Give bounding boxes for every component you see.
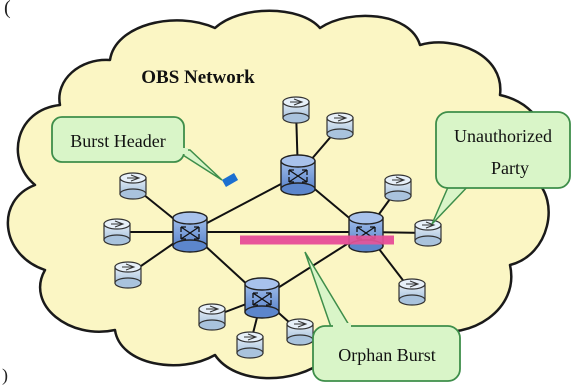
burst-header-marker [221, 173, 239, 187]
edge-router-icon [414, 219, 442, 247]
core-router-icon [172, 211, 208, 253]
edge-router-icon [384, 174, 412, 202]
callout-unauthorized-box [435, 111, 571, 189]
label-unauthorized-line1: Unauthorized [454, 126, 552, 146]
edge-router-icon [282, 96, 310, 124]
corner-mark-bottom: ) [2, 365, 8, 385]
edge-router-icon [114, 261, 142, 289]
callout-orphan-burst: Orphan Burst [304, 251, 461, 382]
edge-routers [103, 96, 442, 359]
callout-burst-header-box [51, 116, 185, 163]
edge-router-icon [103, 218, 131, 246]
diagram-title: OBS Network [141, 67, 255, 88]
callout-orphan-box [312, 325, 461, 382]
edge-router-icon [119, 172, 147, 200]
edge-router-icon [236, 331, 264, 359]
callout-unauthorized-party: Unauthorized Party [431, 111, 571, 225]
core-router-icon [244, 277, 280, 319]
label-orphan-burst: Orphan Burst [338, 345, 436, 365]
edge-router-icon [326, 112, 354, 140]
callout-burst-header: Burst Header [51, 116, 223, 181]
core-router-icon [280, 154, 316, 196]
label-burst-header: Burst Header [70, 131, 165, 151]
link-core-left-core-top [189, 174, 299, 233]
edge-router-icon [286, 318, 314, 346]
edge-router-icon [198, 303, 226, 331]
edge-router-icon [398, 278, 426, 306]
corner-mark-top: ( [4, 0, 11, 19]
core-router-icon [348, 211, 384, 253]
network-cloud [6, 9, 550, 380]
label-unauthorized-line2: Party [491, 158, 529, 178]
